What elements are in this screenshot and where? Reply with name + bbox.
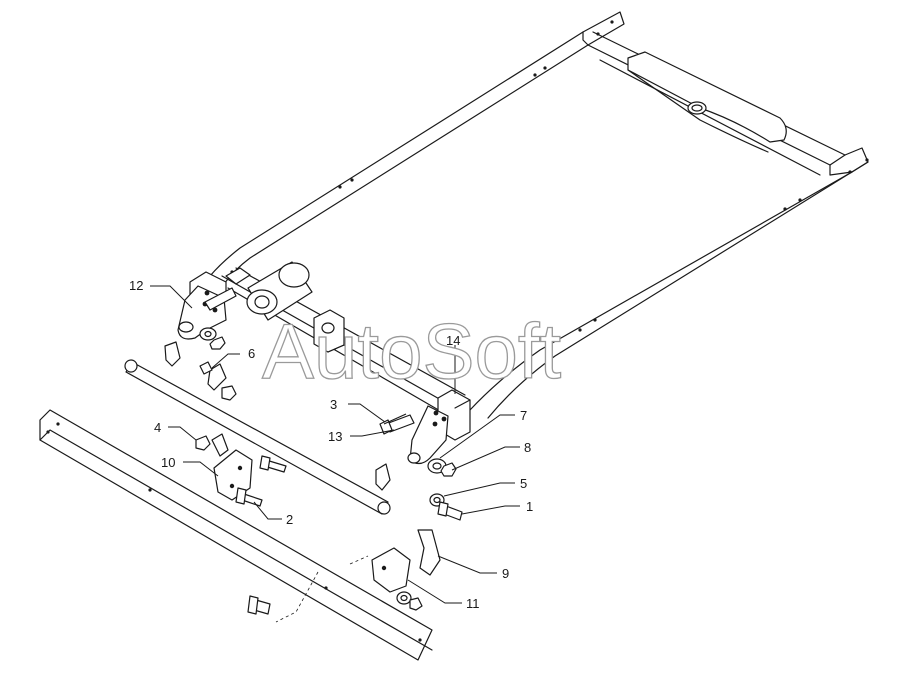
- callout-6: 6: [248, 346, 255, 361]
- callout-1: 1: [526, 499, 533, 514]
- callout-9: 9: [502, 566, 509, 581]
- clamp-bracket-10: [195, 433, 287, 507]
- callout-7: 7: [520, 408, 527, 423]
- bushing: [246, 261, 313, 321]
- bolt-3: [383, 413, 407, 425]
- leader-lines: [150, 285, 520, 604]
- callout-10: 10: [161, 455, 175, 470]
- rail-holes: [230, 20, 869, 332]
- callout-12: 12: [129, 278, 143, 293]
- clamp-bracket-11: [371, 547, 423, 611]
- blade-plate: [39, 409, 433, 661]
- center-bracket: [313, 309, 345, 353]
- callout-14: 14: [446, 333, 460, 348]
- callout-13: 13: [328, 429, 342, 444]
- right-mount-bracket: [379, 405, 457, 477]
- left-mount-bracket: [177, 285, 237, 350]
- pivot-shaft: [124, 341, 441, 576]
- callout-8: 8: [524, 440, 531, 455]
- watermark: AutoSoft: [262, 307, 562, 395]
- callout-5: 5: [520, 476, 527, 491]
- callout-2: 2: [286, 512, 293, 527]
- bolt-1-washer-5: [429, 493, 463, 521]
- callout-4: 4: [154, 420, 161, 435]
- callout-11: 11: [466, 596, 480, 611]
- callout-3: 3: [330, 397, 337, 412]
- callout-labels: 12 6 14 3 13 4 10 2 7 8 5 1 9 11: [129, 278, 533, 611]
